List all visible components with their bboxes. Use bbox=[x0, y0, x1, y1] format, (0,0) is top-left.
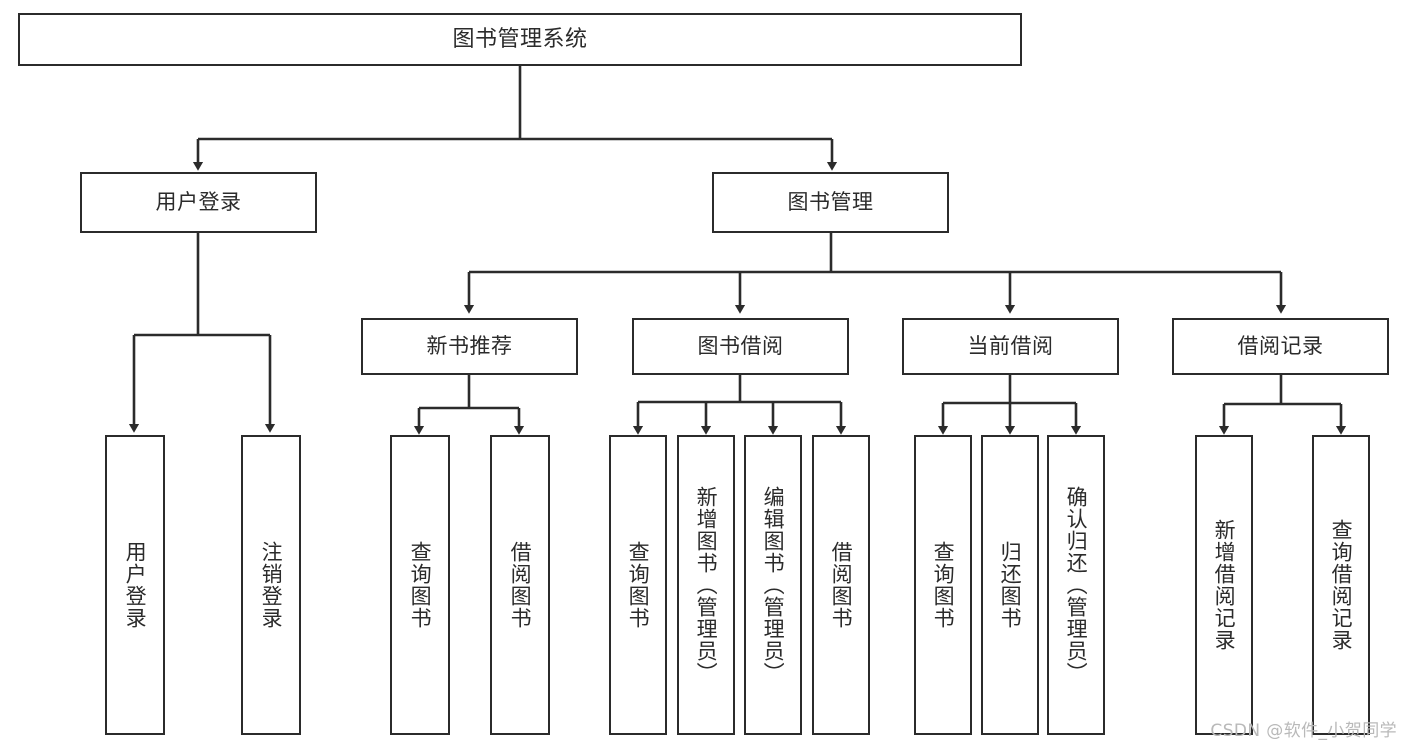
leaf-user-login-login[interactable]: 用户登录 bbox=[105, 435, 165, 735]
leaf-current-query-book[interactable]: 查询图书 bbox=[914, 435, 972, 735]
node-label: 查询借阅记录 bbox=[1329, 519, 1354, 651]
node-label: 确认归还（管理员） bbox=[1064, 486, 1089, 684]
leaf-borrow-add-book-admin[interactable]: 新增图书（管理员） bbox=[677, 435, 735, 735]
leaf-recommend-query-book[interactable]: 查询图书 bbox=[390, 435, 450, 735]
node-label: 新书推荐 bbox=[426, 334, 513, 359]
leaf-current-return-book[interactable]: 归还图书 bbox=[981, 435, 1039, 735]
node-book-borrow[interactable]: 图书借阅 bbox=[632, 318, 849, 375]
node-label: 借阅图书 bbox=[829, 541, 854, 629]
node-label: 查询图书 bbox=[626, 541, 651, 629]
node-label: 编辑图书（管理员） bbox=[761, 486, 786, 684]
node-new-book-recommend[interactable]: 新书推荐 bbox=[361, 318, 578, 375]
node-label: 图书借阅 bbox=[697, 334, 784, 359]
leaf-borrow-query-book[interactable]: 查询图书 bbox=[609, 435, 667, 735]
node-label: 新增图书（管理员） bbox=[694, 486, 719, 684]
node-label: 注销登录 bbox=[259, 541, 284, 629]
node-label: 用户登录 bbox=[123, 541, 148, 629]
node-current-borrow[interactable]: 当前借阅 bbox=[902, 318, 1119, 375]
leaf-borrow-edit-book-admin[interactable]: 编辑图书（管理员） bbox=[744, 435, 802, 735]
leaf-borrow-borrow-book[interactable]: 借阅图书 bbox=[812, 435, 870, 735]
leaf-current-confirm-return-admin[interactable]: 确认归还（管理员） bbox=[1047, 435, 1105, 735]
leaf-record-add-record[interactable]: 新增借阅记录 bbox=[1195, 435, 1253, 735]
node-label: 查询图书 bbox=[408, 541, 433, 629]
node-label: 图书管理系统 bbox=[452, 26, 588, 52]
node-user-login[interactable]: 用户登录 bbox=[80, 172, 317, 233]
node-label: 归还图书 bbox=[998, 541, 1023, 629]
node-label: 查询图书 bbox=[931, 541, 956, 629]
leaf-recommend-borrow-book[interactable]: 借阅图书 bbox=[490, 435, 550, 735]
node-root-system[interactable]: 图书管理系统 bbox=[18, 13, 1022, 66]
node-book-management[interactable]: 图书管理 bbox=[712, 172, 949, 233]
node-label: 用户登录 bbox=[155, 190, 242, 215]
node-label: 图书管理 bbox=[787, 190, 874, 215]
node-label: 借阅图书 bbox=[508, 541, 533, 629]
node-borrow-record[interactable]: 借阅记录 bbox=[1172, 318, 1389, 375]
node-label: 借阅记录 bbox=[1237, 334, 1324, 359]
node-label: 当前借阅 bbox=[967, 334, 1054, 359]
node-label: 新增借阅记录 bbox=[1212, 519, 1237, 651]
leaf-record-query-record[interactable]: 查询借阅记录 bbox=[1312, 435, 1370, 735]
leaf-user-login-logout[interactable]: 注销登录 bbox=[241, 435, 301, 735]
